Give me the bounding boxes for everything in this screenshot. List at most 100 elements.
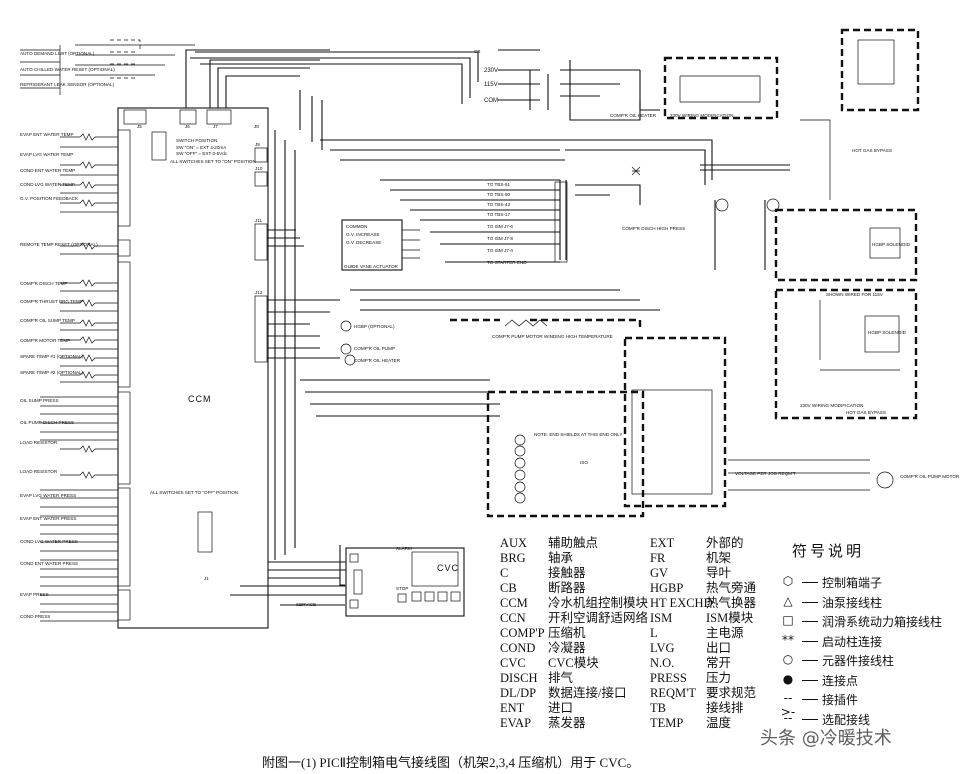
connector-icon: -->- [780,691,796,719]
abbr-meaning: 进口 [548,701,574,715]
label-cond-lvg-temp: COND LVG WATER TEMP [20,182,75,187]
label-switch-all-on: ALL SWITCHES SET TO "ON" POSITION [170,159,256,164]
label-wiring-mod-bottom: 230V WIRING MODIFICATION [800,403,863,408]
abbr-meaning: 冷凝器 [548,641,586,655]
abbr-row: EXT 外部的 [650,536,800,551]
component-symbols [340,166,894,504]
label-refrig-leak: REFRIGERANT LEAK SENSOR (OPTIONAL) [20,82,115,87]
label-auto-chilled: AUTO CHILLED WATER RESET (OPTIONAL) [20,67,115,72]
label-cond-lvg-press: COND LVG WATER PRESS [20,539,78,544]
left-sensor-inputs [20,39,195,622]
abbr-meaning: 接触器 [548,566,586,580]
legend-title: 符号说明 [792,544,865,560]
abbr-meaning: 排气 [548,671,574,685]
figure-caption: 附图一(1) PICⅡ控制箱电气接线图（机架2,3,4 压缩机）用于 CVC。 [262,755,640,770]
watermark: 头条 @冷暖技术 [760,728,892,749]
abbr-key: TEMP [650,716,684,730]
abbr-meaning: 开利空调舒适网络 [548,611,649,625]
label-evap-press: EVAP PRESS [20,592,49,597]
ccm-label: CCM [188,394,212,404]
legend-dash [802,679,818,681]
label-tbs50: TO TBS-50 [487,192,511,197]
abbr-row: TB 接线排 [650,701,800,716]
label-tbs43: TO TBS-43 [487,202,511,207]
label-ism-j7-6: TO ISM J7-6 [487,224,513,229]
label-cb: CB [474,49,480,54]
label-hgbp-solenoid-1: HGBP SOLENOID [872,242,911,247]
label-j6: J6 [185,124,190,129]
abbr-row: BRG 轴承 [500,551,650,566]
legend-text: 元器件接线柱 [822,654,895,668]
abbr-meaning: 轴承 [548,551,574,565]
abbr-meaning: 热气旁通 [706,581,757,595]
label-j5: J5 [137,124,142,129]
abbr-key: CVC [500,656,526,670]
abbr-key: COMP'P [500,626,545,640]
abbr-meaning: 冷水机组控制模块 [548,596,649,610]
label-disch-high-press: COMP'R DISCH HIGH PRESS [622,226,685,231]
abbr-meaning: 接线排 [706,701,744,715]
abbr-key: DISCH [500,671,538,685]
abbr-meaning: 要求规范 [706,686,757,700]
triangle-icon: △ [783,593,793,608]
abbr-key: ENT [500,701,525,715]
abbr-key: GV [650,566,669,580]
legend-row: ** 启动柱连接 [774,633,964,650]
abbr-row: ISM ISM模块 [650,611,800,626]
abbr-row: C 接触器 [500,566,650,581]
legend-text: 连接点 [822,673,859,688]
label-cond-press: COND PRESS [20,614,50,619]
abbr-row: PRESS 压力 [650,671,800,686]
label-shown-wired: SHOWN WIRED FOR 115V [826,292,884,297]
abbr-meaning: 断路器 [548,581,586,595]
abbr-meaning: ISM模块 [706,611,754,625]
legend-row: △油泵接线柱 [774,594,964,611]
abbr-key: BRG [500,551,526,565]
label-service: SERVICE [296,602,316,607]
legend-dash [802,582,818,583]
label-switch-off: SW "OFF" = EXT 0-5Vdc [176,151,228,156]
label-j9: J9 [255,142,260,147]
legend-text: 控制箱端子 [822,576,883,590]
abbr-meaning: 辅助触点 [548,536,599,550]
label-j7: J7 [213,124,218,129]
label-load-resistor-1: LOAD RESISTOR [20,440,58,445]
label-oil-sump-press: OIL SUMP PRESS [20,398,59,403]
label-115v: 115V [484,82,498,88]
abbr-meaning: 压力 [706,671,732,685]
cvc-label: CVC [437,563,460,573]
label-voltage-per-job: VOLTAGE PER JOB REQM'T [735,471,796,476]
abbr-key: TB [650,701,666,715]
label-cond-ent-temp: COND ENT WATER TEMP [20,168,75,173]
legend-text: 启动柱连接 [822,634,883,649]
abbr-key: DL/DP [500,686,537,700]
abbr-row: DISCH 排气 [500,671,650,686]
label-thrust-brg: COMP'R THRUST BRG TEMP [20,299,83,304]
abbr-key: ISM [650,611,673,625]
label-gv-increase: G.V. INCREASE [346,232,380,237]
abbr-key: PRESS [650,671,687,685]
legend-row: ⬡控制箱端子 [774,574,964,591]
label-spare2: SPARE TEMP #2 (OPTIONAL) [20,370,84,375]
label-evap-ent-press: EVAP ENT WATER PRESS [20,516,76,521]
abbr-meaning: 导叶 [706,566,732,580]
label-ism-j7-4: TO ISM J7-4 [487,248,513,253]
abbr-key: EXT [650,536,675,550]
label-gv-decrease: G.V. DECREASE [346,240,381,245]
cvc-module [345,547,465,617]
abbr-key: CCM [500,596,528,610]
label-disch-temp: COMP'R DISCH TEMP [20,281,68,286]
label-oil-pump-disch: OIL PUMP DISCH PRESS [20,420,74,425]
abbr-row: GV 导叶 [650,566,800,581]
power-section [498,49,660,121]
abbr-key: C [500,566,509,580]
label-switch-all-off: ALL SWITCHES SET TO "OFF" POSITION [150,490,238,495]
abbr-meaning: 外部的 [706,536,744,550]
double-asterisk-icon: ** [782,632,794,647]
